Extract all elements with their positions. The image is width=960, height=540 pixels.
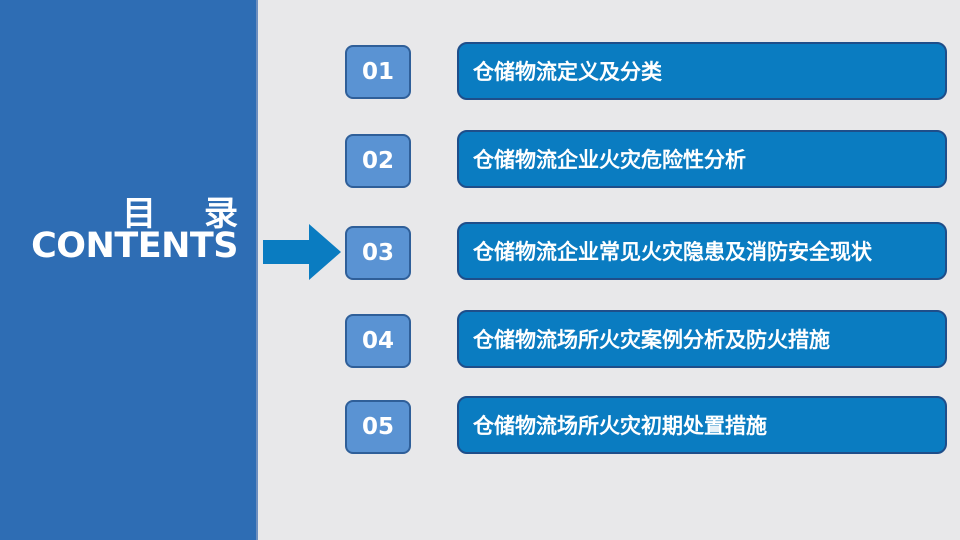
contents-title-cn: 目 录 bbox=[122, 194, 256, 234]
item-number-04[interactable]: 04 bbox=[345, 314, 411, 368]
item-number-02[interactable]: 02 bbox=[345, 134, 411, 188]
item-bar-01[interactable]: 仓储物流定义及分类 bbox=[457, 42, 947, 100]
item-number-01[interactable]: 01 bbox=[345, 45, 411, 99]
item-bar-03[interactable]: 仓储物流企业常见火灾隐患及消防安全现状 bbox=[457, 222, 947, 280]
item-bar-02[interactable]: 仓储物流企业火灾危险性分析 bbox=[457, 130, 947, 188]
contents-title-en: CONTENTS bbox=[31, 226, 238, 266]
item-number-03[interactable]: 03 bbox=[345, 226, 411, 280]
item-bar-05[interactable]: 仓储物流场所火灾初期处置措施 bbox=[457, 396, 947, 454]
right-arrow-icon bbox=[263, 224, 341, 280]
item-bar-04[interactable]: 仓储物流场所火灾案例分析及防火措施 bbox=[457, 310, 947, 368]
item-number-05[interactable]: 05 bbox=[345, 400, 411, 454]
sidebar-panel: 目 录 CONTENTS bbox=[0, 0, 258, 540]
